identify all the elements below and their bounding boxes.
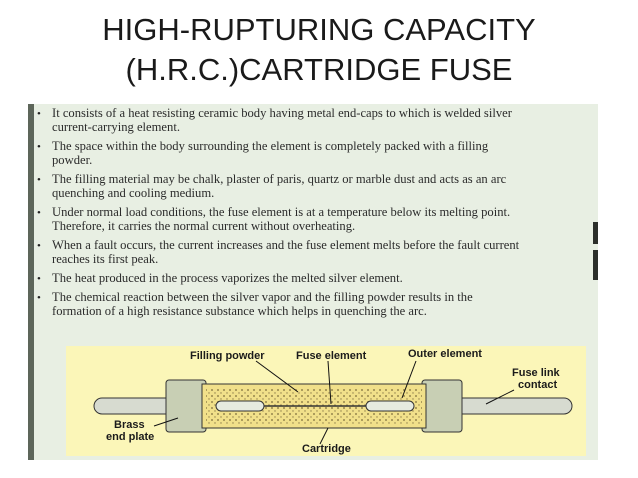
scan-edge (28, 104, 34, 460)
bullet-line: powder. (52, 153, 93, 167)
scan-edge-mark (593, 250, 598, 280)
scan-edge-mark (593, 222, 598, 244)
list-item: • When a fault occurs, the current incre… (28, 238, 598, 266)
bullet-line: When a fault occurs, the current increas… (52, 238, 520, 252)
leader-line (485, 389, 515, 405)
title-line-1: HIGH-RUPTURING CAPACITY (102, 12, 536, 47)
leader-line (319, 427, 329, 445)
right-contact (453, 397, 573, 415)
label-filling-powder: Filling powder (190, 350, 265, 362)
bullet-dot: • (37, 108, 41, 120)
fuse-element-left (215, 400, 265, 412)
label-contact: contact (518, 379, 557, 391)
fuse-element-right (365, 400, 415, 412)
bullet-line: reaches its first peak. (52, 252, 159, 266)
leader-line (327, 360, 332, 405)
bullet-line: quenching and cooling medium. (52, 186, 215, 200)
bullet-line: The chemical reaction between the silver… (52, 290, 473, 304)
bullet-line: formation of a high resistance substance… (52, 304, 427, 318)
label-outer-element: Outer element (408, 348, 482, 360)
bullet-dot: • (37, 273, 41, 285)
leader-line (255, 360, 299, 393)
bullet-line: Therefore, it carries the normal current… (52, 219, 356, 233)
fuse-diagram: Filling powder Fuse element Outer elemen… (66, 346, 586, 456)
left-end-cap (165, 379, 207, 433)
bullet-line: The heat produced in the process vaporiz… (52, 271, 403, 285)
bullet-dot: • (37, 292, 41, 304)
right-end-cap (421, 379, 463, 433)
list-item: • The heat produced in the process vapor… (28, 271, 598, 285)
scanned-page: • It consists of a heat resisting cerami… (28, 104, 598, 460)
bullet-line: The space within the body surrounding th… (52, 139, 489, 153)
list-item: • The space within the body surrounding … (28, 139, 598, 167)
bullet-dot: • (37, 240, 41, 252)
label-cartridge: Cartridge (302, 443, 351, 455)
bullet-dot: • (37, 174, 41, 186)
bullet-line: The filling material may be chalk, plast… (52, 172, 507, 186)
bullet-line: It consists of a heat resisting ceramic … (52, 106, 512, 120)
label-brass: Brass (114, 419, 145, 431)
leader-line (401, 360, 417, 399)
list-item: • Under normal load conditions, the fuse… (28, 205, 598, 233)
label-fuse-element: Fuse element (296, 350, 367, 362)
leader-line (153, 417, 179, 427)
list-item: • It consists of a heat resisting cerami… (28, 106, 598, 134)
list-item: • The chemical reaction between the silv… (28, 290, 598, 318)
fuse-diagram-svg: Filling powder Fuse element Outer elemen… (93, 348, 573, 455)
bullet-dot: • (37, 207, 41, 219)
slide-title: HIGH-RUPTURING CAPACITY (H.R.C.)CARTRIDG… (0, 10, 638, 90)
bullet-list: • It consists of a heat resisting cerami… (28, 106, 598, 323)
bullet-line: Under normal load conditions, the fuse e… (52, 205, 511, 219)
label-fuse-link: Fuse link (512, 367, 561, 379)
bullet-dot: • (37, 141, 41, 153)
title-line-2: (H.R.C.)CARTRIDGE FUSE (125, 52, 513, 87)
list-item: • The filling material may be chalk, pla… (28, 172, 598, 200)
bullet-line: current-carrying element. (52, 120, 180, 134)
label-end-plate: end plate (106, 431, 154, 443)
